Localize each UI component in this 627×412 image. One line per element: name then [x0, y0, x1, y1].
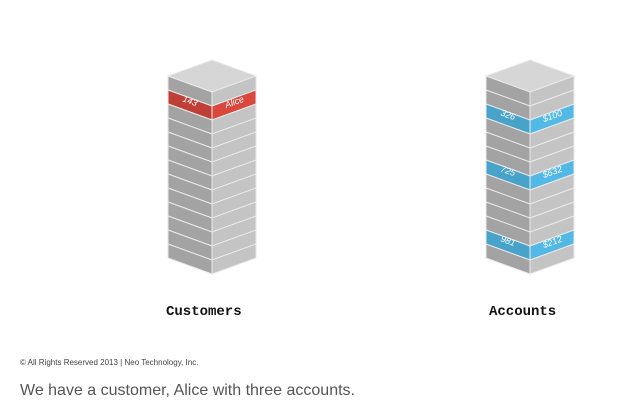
slide-caption: We have a customer, Alice with three acc…	[20, 382, 355, 399]
accounts-block	[485, 201, 575, 233]
accounts-block	[485, 243, 575, 275]
accounts-block	[485, 117, 575, 149]
accounts-record-id: 326	[499, 108, 517, 123]
accounts-highlight-row: 981$212	[485, 229, 575, 261]
accounts-block-right-face	[529, 243, 575, 275]
accounts-record-id: 981	[499, 234, 517, 249]
customers-block	[167, 243, 257, 275]
customers-block-right-face	[211, 243, 257, 275]
customers-record-id: 143	[181, 94, 199, 109]
customers-label: Customers	[166, 304, 242, 320]
copyright-notice: © All Rights Reserved 2013 | Neo Technol…	[20, 358, 199, 367]
accounts-highlight-row: 725$632	[485, 159, 575, 191]
accounts-label: Accounts	[489, 304, 557, 320]
